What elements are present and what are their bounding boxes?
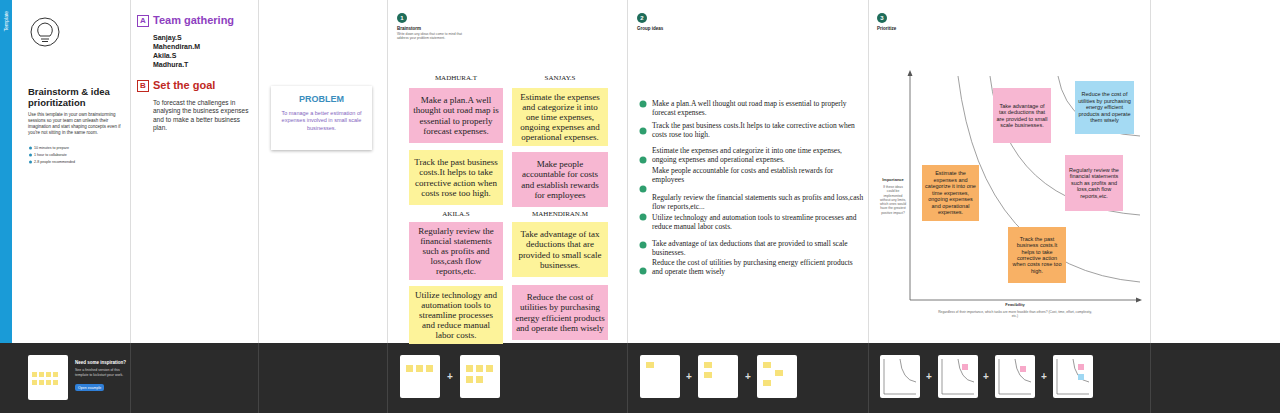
sticky-note: Reduce the cost of utilities by purchasi…	[1075, 81, 1134, 134]
node-text: PROBLEM	[276, 94, 367, 104]
plus-sign: +	[923, 371, 935, 383]
plus-sign: +	[683, 371, 695, 383]
participant-name: AKILA.S	[409, 210, 503, 218]
sticky-note: Take advantage of tax deductions that ar…	[993, 88, 1051, 143]
node-text: B	[140, 82, 146, 90]
node-text: 1	[400, 15, 403, 21]
template-meta: 2-8 people recommended	[34, 160, 114, 164]
node-text: Utilize technology and automation tools …	[412, 290, 500, 340]
team-member: Akila.S	[153, 52, 253, 60]
sticky-note: Regularly review the financial statement…	[409, 222, 503, 280]
grouped-idea: Reduce the cost of utilities by purchasi…	[652, 258, 864, 276]
template-title: Brainstorm & idea prioritization	[28, 86, 128, 109]
section-heading: Team gathering	[153, 14, 257, 27]
sticky-note: Take advantage of tax deductions that ar…	[512, 222, 608, 277]
step-number: 1	[397, 13, 407, 23]
grouped-idea: Estimate the expenses and categorize it …	[652, 146, 864, 164]
plus-sign: +	[1038, 371, 1050, 383]
plus-sign: +	[742, 371, 754, 383]
step-number: 3	[877, 13, 887, 23]
node-text: 3	[880, 15, 883, 21]
template-meta: 10 minutes to prepare	[34, 146, 114, 150]
participant-name: MAHENDIRAN.M	[512, 210, 608, 218]
participant-name: MADHURA.T	[409, 74, 503, 82]
sticky-note: Track the past business costs.It helps t…	[1008, 227, 1066, 283]
sticky-note: Regularly review the financial statement…	[1065, 155, 1123, 211]
template-meta: 1 hour to collaborate	[34, 153, 114, 157]
plus-sign: +	[980, 371, 992, 383]
step-number: 2	[637, 13, 647, 23]
grouped-idea: Utilize technology and automation tools …	[652, 213, 864, 231]
grouped-idea: Regularly review the financial statement…	[652, 193, 864, 211]
open-example-button: Open example	[75, 384, 104, 391]
sticky-note: Make a plan.A well thought out road map …	[409, 88, 503, 143]
template-description: Use this template in your own brainstorm…	[28, 112, 124, 136]
sticky-note: Utilize technology and automation tools …	[409, 286, 503, 344]
sticky-note: Estimate the expenses and categorize it …	[512, 88, 608, 146]
node-text: To manage a better estimation of expense…	[276, 110, 367, 132]
step-instructions: Write down any ideas that come to mind t…	[397, 32, 467, 41]
grouped-idea: Track the past business costs.It helps t…	[652, 121, 864, 139]
section-badge: A	[137, 15, 149, 27]
node-text: Take advantage of tax deductions that ar…	[515, 229, 605, 269]
grouped-idea: Make a plan.A well thought out road map …	[652, 99, 864, 117]
step-heading: Group ideas	[637, 26, 717, 31]
sticky-note: Make people accountable for costs and es…	[512, 152, 608, 207]
problem-card: PROBLEM To manage a better estimation of …	[271, 86, 372, 150]
axis-title: Importance	[878, 178, 908, 183]
plus-sign: +	[444, 371, 456, 383]
team-member: Madhura.T	[153, 61, 253, 69]
team-member: Sanjay.S	[153, 34, 253, 42]
sticky-note: Track the past business costs.It helps t…	[409, 150, 503, 205]
node-text: A	[140, 17, 146, 25]
goal-text: To forecast the challenges in analysing …	[153, 99, 253, 133]
node-text: Regularly review the financial statement…	[1068, 167, 1120, 199]
side-tab-label: Template	[3, 7, 9, 35]
grouped-idea: Take advantage of tax deductions that ar…	[652, 239, 864, 257]
step-heading: Brainstorm	[397, 26, 477, 31]
node-text: Estimate the expenses and categorize it …	[515, 92, 605, 142]
sticky-note: Estimate the expenses and categorize it …	[922, 165, 979, 221]
inspiration-text: See a finished version of this template …	[75, 368, 127, 377]
axis-title: Feasibility	[995, 303, 1035, 308]
inspiration-heading: Need some inspiration?	[75, 360, 127, 365]
sticky-note: Reduce the cost of utilities by purchasi…	[512, 285, 608, 340]
axis-description: If these ideas could be implemented with…	[879, 185, 907, 215]
team-member: Mahendiran.M	[153, 43, 253, 51]
grouped-idea: Make people accountable for costs and es…	[652, 166, 864, 184]
section-heading: Set the goal	[153, 79, 257, 92]
node-text: Open example	[78, 386, 101, 390]
section-badge: B	[137, 80, 149, 92]
node-text: Take advantage of tax deductions that ar…	[996, 103, 1048, 129]
node-text: Make people accountable for costs and es…	[515, 159, 605, 199]
node-text: Track the past business costs.It helps t…	[1011, 236, 1063, 275]
node-text: Reduce the cost of utilities by purchasi…	[515, 292, 605, 332]
step-heading: Prioritize	[877, 26, 957, 31]
node-text: Reduce the cost of utilities by purchasi…	[1078, 91, 1131, 123]
node-text: 2	[640, 15, 643, 21]
node-text: Estimate the expenses and categorize it …	[925, 170, 976, 215]
node-text: Regularly review the financial statement…	[412, 226, 500, 276]
node-text: Make a plan.A well thought out road map …	[412, 95, 500, 135]
participant-name: SANJAY.S	[512, 74, 608, 82]
node-text: Track the past business costs.It helps t…	[412, 157, 500, 197]
axis-description: Regardless of their importance, which ta…	[935, 310, 1095, 319]
